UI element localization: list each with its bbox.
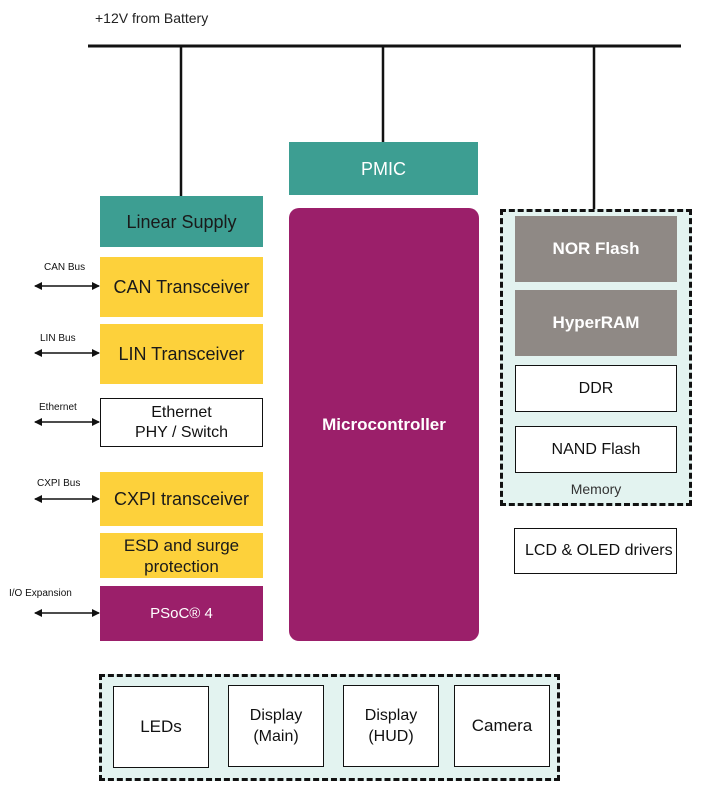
ethernet-phy-block: Ethernet PHY / Switch xyxy=(100,398,263,447)
ethernet-line1: Ethernet xyxy=(151,403,212,421)
ddr-block: DDR xyxy=(515,365,677,412)
lcd-oled-drivers-block: LCD & OLED drivers xyxy=(514,528,677,574)
microcontroller-block: Microcontroller xyxy=(289,208,479,641)
lin-bus-label: LIN Bus xyxy=(40,333,76,344)
ethernet-bus-label: Ethernet xyxy=(39,402,77,413)
psoc-block: PSoC® 4 xyxy=(100,586,263,641)
can-transceiver-block: CAN Transceiver xyxy=(100,257,263,317)
battery-label: +12V from Battery xyxy=(95,10,209,26)
display-main-block: Display (Main) xyxy=(228,685,324,767)
ethernet-line2: PHY / Switch xyxy=(134,423,229,441)
camera-block: Camera xyxy=(454,685,550,767)
io-expansion-label: I/O Expansion xyxy=(9,588,72,599)
nand-flash-block: NAND Flash xyxy=(515,426,677,473)
hyperram-block: HyperRAM xyxy=(515,290,677,356)
esd-protection-block: ESD and surge protection xyxy=(100,533,263,578)
cxpi-bus-label: CXPI Bus xyxy=(37,478,81,489)
display-hud-line1: Display xyxy=(364,707,418,724)
nor-flash-block: NOR Flash xyxy=(515,216,677,282)
esd-line1: ESD and surge xyxy=(123,535,240,555)
can-bus-label: CAN Bus xyxy=(44,262,86,273)
display-hud-block: Display (HUD) xyxy=(343,685,439,767)
leds-block: LEDs xyxy=(113,686,209,768)
memory-label: Memory xyxy=(570,481,622,497)
cxpi-transceiver-block: CXPI transceiver xyxy=(100,472,263,526)
linear-supply-block: Linear Supply xyxy=(100,196,263,247)
esd-line2: protection xyxy=(144,556,219,576)
display-main-line2: (Main) xyxy=(253,728,299,745)
lin-transceiver-block: LIN Transceiver xyxy=(100,324,263,384)
display-main-line1: Display xyxy=(249,707,303,724)
display-hud-line2: (HUD) xyxy=(368,728,414,745)
pmic-block: PMIC xyxy=(289,142,478,195)
